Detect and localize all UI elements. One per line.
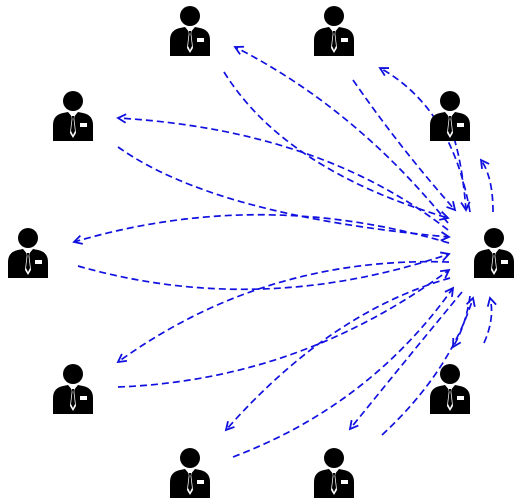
arrow-line [117, 146, 450, 238]
arrowhead [439, 268, 451, 279]
arrow-line [483, 297, 493, 344]
arrow-top-right-to-hub [352, 79, 457, 212]
arrow-hub-to-lower-left [116, 260, 450, 364]
arrowhead [452, 337, 462, 349]
person-icon-top-left [170, 6, 210, 56]
arrowhead [439, 251, 451, 262]
arrow-line [117, 269, 450, 388]
arrow-line [452, 295, 471, 348]
arrow-hub-to-lower-right [452, 295, 471, 349]
arrowhead [486, 296, 497, 307]
person-icon-lower-left [53, 364, 93, 414]
arrow-line [117, 117, 449, 231]
arrow-lower-right-to-hub [483, 296, 497, 344]
arrow-top-left-to-hub [223, 71, 450, 221]
arrow-hub-to-left [72, 213, 450, 245]
arrow-line [349, 291, 463, 430]
person-icon-top-right [314, 6, 354, 56]
arrow-left-to-hub [77, 251, 451, 291]
arrowhead [233, 45, 245, 55]
arrowhead [116, 113, 127, 124]
arrow-line [73, 213, 450, 244]
arrowhead [460, 201, 471, 212]
arrow-line [223, 71, 449, 219]
person-icon-lower-right [430, 364, 470, 414]
person-icon-bottom-right [314, 448, 354, 498]
arrow-line [117, 260, 450, 363]
arrow-hub-to-upper-right [479, 158, 494, 213]
arrow-lower-left-to-hub [117, 268, 451, 388]
person-icon-upper-left [53, 91, 93, 141]
person-icon-hub [474, 228, 514, 278]
person-icon-bottom-left [170, 448, 210, 498]
arrow-hub-to-upper-left [116, 113, 449, 231]
arrow-line [225, 277, 451, 431]
person-nodes [8, 6, 514, 498]
arrow-line [480, 159, 494, 213]
arrowhead [479, 158, 490, 170]
arrow-bottom-left-to-hub [232, 286, 455, 458]
arrow-line [77, 253, 450, 291]
arrowhead [439, 210, 450, 221]
connection-arrows [72, 45, 497, 458]
person-icon-left [8, 228, 48, 278]
arrowhead [378, 67, 390, 77]
arrowhead [72, 234, 83, 245]
person-icon-upper-right [430, 91, 470, 141]
arrow-upper-left-to-hub [117, 146, 451, 242]
arrowhead [348, 419, 359, 431]
arrowhead [440, 231, 451, 242]
arrowhead [224, 421, 235, 432]
arrow-line [232, 287, 454, 458]
arrow-hub-to-bottom-left [224, 277, 451, 432]
arrowhead [444, 286, 455, 298]
arrow-line [381, 297, 474, 436]
arrow-hub-to-top-left [233, 45, 449, 224]
arrowhead [446, 201, 457, 212]
arrow-hub-to-bottom-right [348, 291, 463, 431]
arrow-line [234, 46, 449, 224]
arrowhead [116, 353, 128, 364]
arrow-line [352, 79, 456, 211]
